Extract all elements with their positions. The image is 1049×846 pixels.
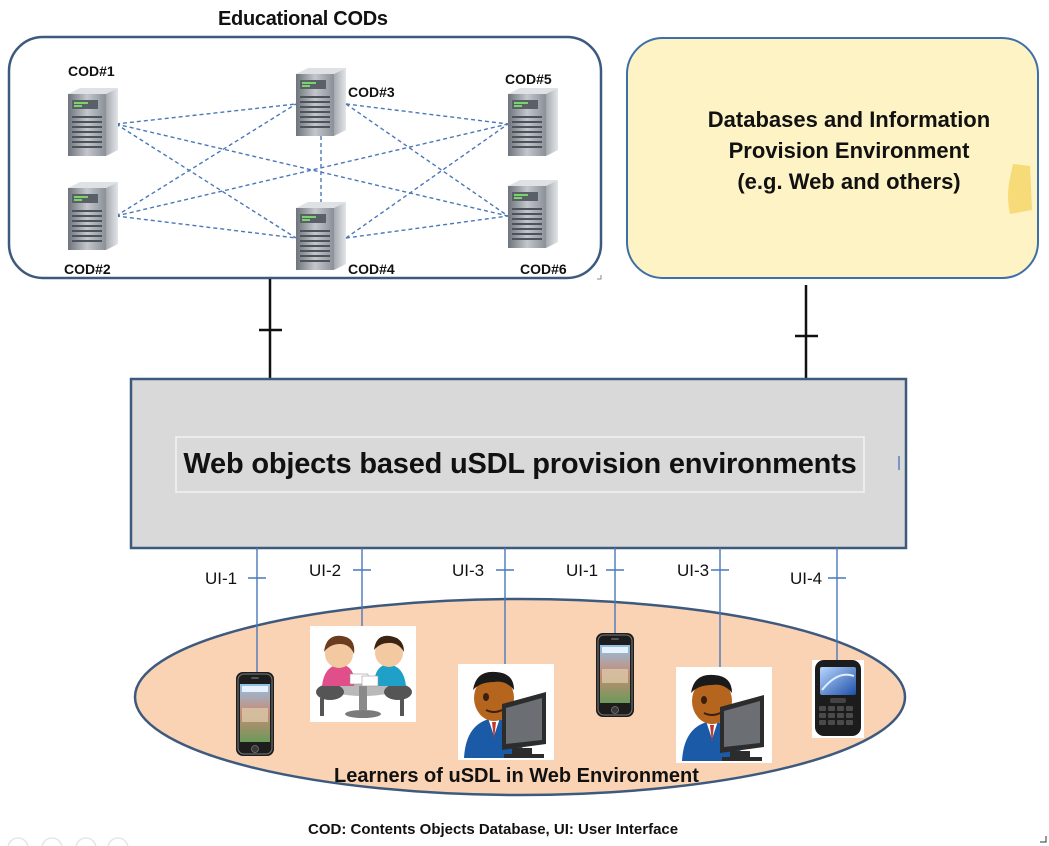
- learners-label: Learners of uSDL in Web Environment: [334, 765, 699, 787]
- server-icon-cod5: [508, 88, 558, 156]
- cod-label-3: COD#3: [348, 84, 395, 100]
- server-icon-cod3: [296, 68, 346, 136]
- footer-legend: COD: Contents Objects Database, UI: User…: [308, 821, 679, 838]
- ui-label-1: UI-1: [205, 569, 238, 588]
- server-icon-cod4: [296, 202, 346, 270]
- ui-label-4: UI-1: [566, 561, 599, 580]
- server-icon-cod2: [68, 182, 118, 250]
- cod-network-links: [115, 103, 509, 239]
- provision-container: [129, 377, 908, 550]
- cod-label-1: COD#1: [68, 63, 115, 79]
- connector-database-provision: [795, 285, 818, 382]
- cod-label-2: COD#2: [64, 261, 111, 277]
- ui-label-3: UI-3: [452, 561, 485, 580]
- blackberry-icon: [812, 660, 864, 738]
- ui-connectors: [248, 548, 846, 672]
- database-container: [626, 37, 1039, 279]
- cod-label-5: COD#5: [505, 71, 552, 87]
- smartphone-icon-1: [235, 671, 275, 757]
- ui-label-2: UI-2: [309, 561, 342, 580]
- cods-container: [7, 35, 603, 280]
- provision-title: Web objects based uSDL provision environ…: [183, 448, 857, 480]
- smartphone-icon-2: [595, 632, 635, 718]
- provision-title-box: [175, 436, 865, 493]
- database-label: Databases and Information Provision Envi…: [629, 104, 1049, 197]
- ui-label-5: UI-3: [677, 561, 710, 580]
- cod-label-6: COD#6: [520, 261, 567, 277]
- cods-title: Educational CODs: [218, 8, 388, 30]
- cod-label-4: COD#4: [348, 261, 395, 277]
- database-label-line3: (e.g. Web and others): [737, 169, 961, 194]
- meeting-icon: [309, 625, 417, 723]
- pc-user-icon-1: [457, 663, 555, 761]
- connector-cods-provision: [259, 279, 282, 379]
- server-icon-cod6: [508, 180, 558, 248]
- database-label-line2: Provision Environment: [728, 138, 970, 163]
- ui-label-6: UI-4: [790, 569, 823, 588]
- database-label-line1: Databases and Information: [707, 107, 991, 132]
- server-icon-cod1: [68, 88, 118, 156]
- pc-user-icon-2: [675, 666, 773, 764]
